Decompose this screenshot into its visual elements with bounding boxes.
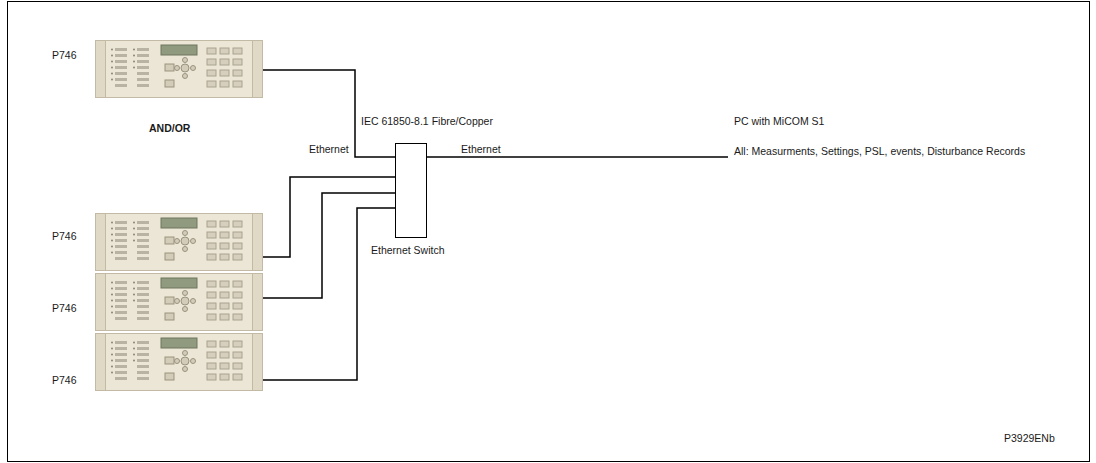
ethernet-connector: [263, 70, 395, 157]
switch-box: Ethernet Switch: [395, 143, 427, 238]
note-label: P3929ENb: [1003, 432, 1056, 444]
relay-picture: [96, 274, 263, 331]
relay-box: P746: [95, 213, 263, 271]
relay-box: P746: [95, 273, 263, 331]
note-label: Ethernet: [308, 143, 350, 155]
device-label: P746: [52, 49, 77, 61]
frame-border: [8, 2, 1090, 462]
note-label: AND/OR: [148, 122, 191, 134]
relay-picture: [96, 334, 263, 391]
note-label: Ethernet: [460, 143, 502, 155]
note-label: IEC 61850-8.1 Fibre/Copper: [360, 115, 494, 127]
device-label: P746: [52, 374, 77, 386]
relay-picture: [96, 214, 263, 271]
device-label: P746: [52, 302, 77, 314]
relay-picture: [96, 41, 263, 98]
device-label: P746: [52, 230, 77, 242]
ethernet-connector: [263, 208, 395, 380]
relay-box: P746: [95, 333, 263, 391]
note-label: All: Measurments, Settings, PSL, events,…: [733, 145, 1026, 157]
relay-box: P746: [95, 40, 263, 98]
note-label: PC with MiCOM S1: [733, 115, 825, 127]
ethernet-wire: [427, 156, 728, 158]
switch-label: Ethernet Switch: [371, 244, 445, 256]
